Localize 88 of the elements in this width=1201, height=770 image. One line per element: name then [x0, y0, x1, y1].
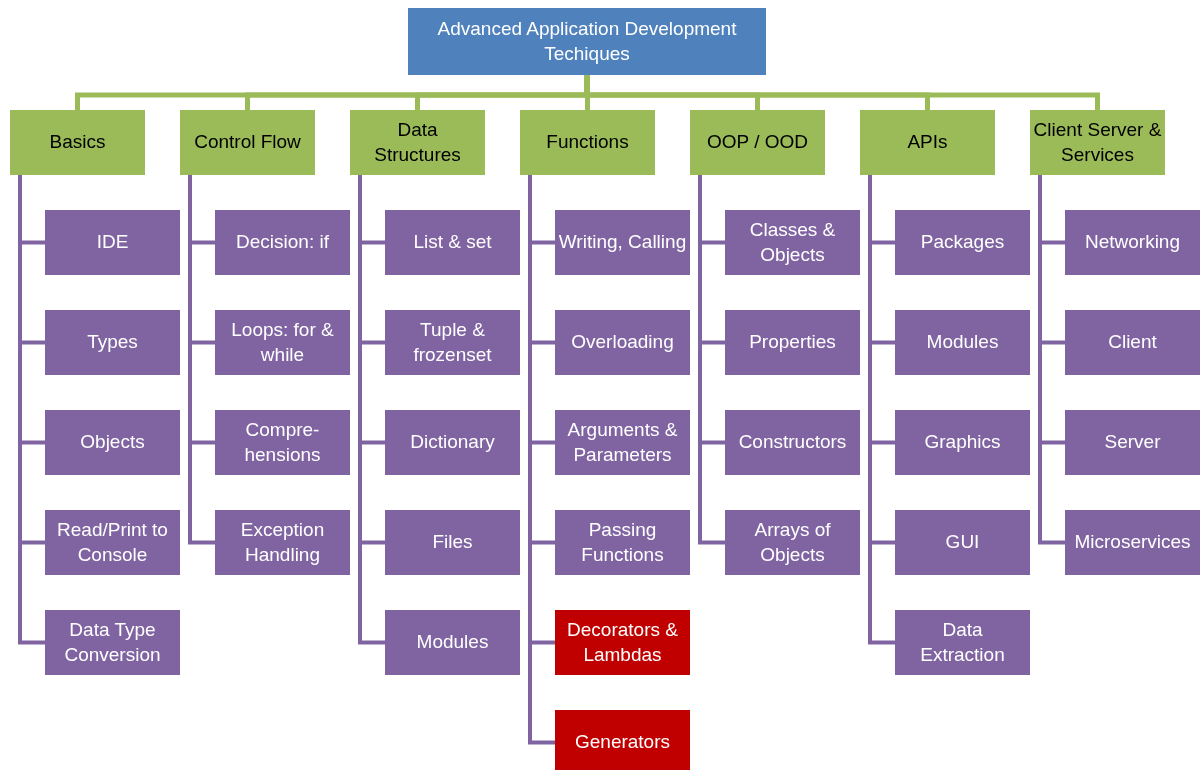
topic-box — [555, 510, 690, 575]
category-box — [860, 110, 995, 175]
connector-line — [1038, 175, 1065, 545]
topic-box — [1065, 510, 1200, 575]
topic-box — [45, 510, 180, 575]
box-label: Data Type Conversion — [63, 617, 162, 667]
box-label: Modules — [416, 630, 489, 655]
topic-box — [895, 310, 1030, 375]
box-label: Overloading — [571, 330, 674, 355]
box-label: Classes & Objects — [748, 217, 837, 267]
topic-box — [385, 310, 520, 375]
topic-box — [895, 410, 1030, 475]
box-label: Tuple & frozenset — [412, 317, 493, 367]
box-label: Packages — [920, 230, 1005, 255]
topic-box — [1065, 210, 1200, 275]
topic-box — [45, 310, 180, 375]
topic-box — [895, 210, 1030, 275]
category-box — [690, 110, 825, 175]
box-label: Exception Handling — [239, 517, 326, 567]
topic-box — [725, 510, 860, 575]
topic-box — [555, 410, 690, 475]
category-box — [520, 110, 655, 175]
box-label: Properties — [749, 330, 836, 355]
box-label: Arguments & Parameters — [566, 417, 679, 467]
box-label: Modules — [926, 330, 999, 355]
box-label: Microservices — [1074, 530, 1191, 555]
topic-box — [895, 510, 1030, 575]
topic-box — [725, 310, 860, 375]
connector-line — [698, 175, 725, 545]
topic-box — [725, 410, 860, 475]
box-label: Networking — [1084, 230, 1180, 255]
category-box — [1030, 110, 1165, 175]
box-label: OOP / OOD — [707, 130, 808, 155]
box-label: Files — [432, 530, 473, 555]
box-label: GUI — [945, 530, 980, 555]
connector-line — [358, 175, 385, 645]
box-label: Client — [1108, 330, 1157, 355]
topic-box — [725, 210, 860, 275]
topic-box — [555, 210, 690, 275]
box-label: Control Flow — [194, 130, 301, 155]
topic-box — [385, 610, 520, 675]
box-label: Writing, Calling — [558, 230, 687, 255]
title-box — [408, 8, 766, 75]
topic-box — [555, 710, 690, 770]
box-label: IDE — [96, 230, 129, 255]
box-label: Constructors — [738, 430, 847, 455]
topic-box — [215, 510, 350, 575]
topic-box — [1065, 310, 1200, 375]
box-label: Functions — [546, 130, 629, 155]
box-label: Generators — [574, 730, 670, 755]
box-label: Client Server & Services — [1033, 117, 1162, 167]
box-label: Objects — [80, 430, 145, 455]
box-label: Decorators & Lambdas — [566, 617, 679, 667]
topic-box — [385, 510, 520, 575]
box-label: Data Extraction — [919, 617, 1006, 667]
box-label: APIs — [907, 130, 948, 155]
topic-box — [215, 210, 350, 275]
connector-line — [188, 175, 215, 545]
box-label: Data Structures — [373, 117, 462, 167]
box-label: Advanced Application Development Techiques — [436, 16, 738, 66]
topic-box — [385, 210, 520, 275]
topic-box — [45, 610, 180, 675]
topic-box — [215, 410, 350, 475]
connector-line — [18, 175, 45, 645]
box-label: Compre-hensions — [243, 417, 322, 467]
category-box — [180, 110, 315, 175]
box-label: Types — [87, 330, 138, 355]
topic-box — [895, 610, 1030, 675]
box-label: Read/Print to Console — [56, 517, 169, 567]
box-label: Decision: if — [236, 230, 329, 255]
topic-box — [45, 410, 180, 475]
box-label: Loops: for & while — [230, 317, 335, 367]
topic-box — [1065, 410, 1200, 475]
box-label: Arrays of Objects — [753, 517, 832, 567]
topic-box — [45, 210, 180, 275]
box-label: Passing Functions — [580, 517, 665, 567]
topic-box — [385, 410, 520, 475]
topic-box — [555, 310, 690, 375]
connector-line — [868, 175, 895, 645]
topic-box — [215, 310, 350, 375]
category-box — [350, 110, 485, 175]
box-label: Server — [1104, 430, 1161, 455]
topic-box — [555, 610, 690, 675]
box-label: Graphics — [924, 430, 1001, 455]
box-label: Dictionary — [410, 430, 495, 455]
box-label: Basics — [49, 130, 106, 155]
category-box — [10, 110, 145, 175]
box-label: List & set — [413, 230, 492, 255]
